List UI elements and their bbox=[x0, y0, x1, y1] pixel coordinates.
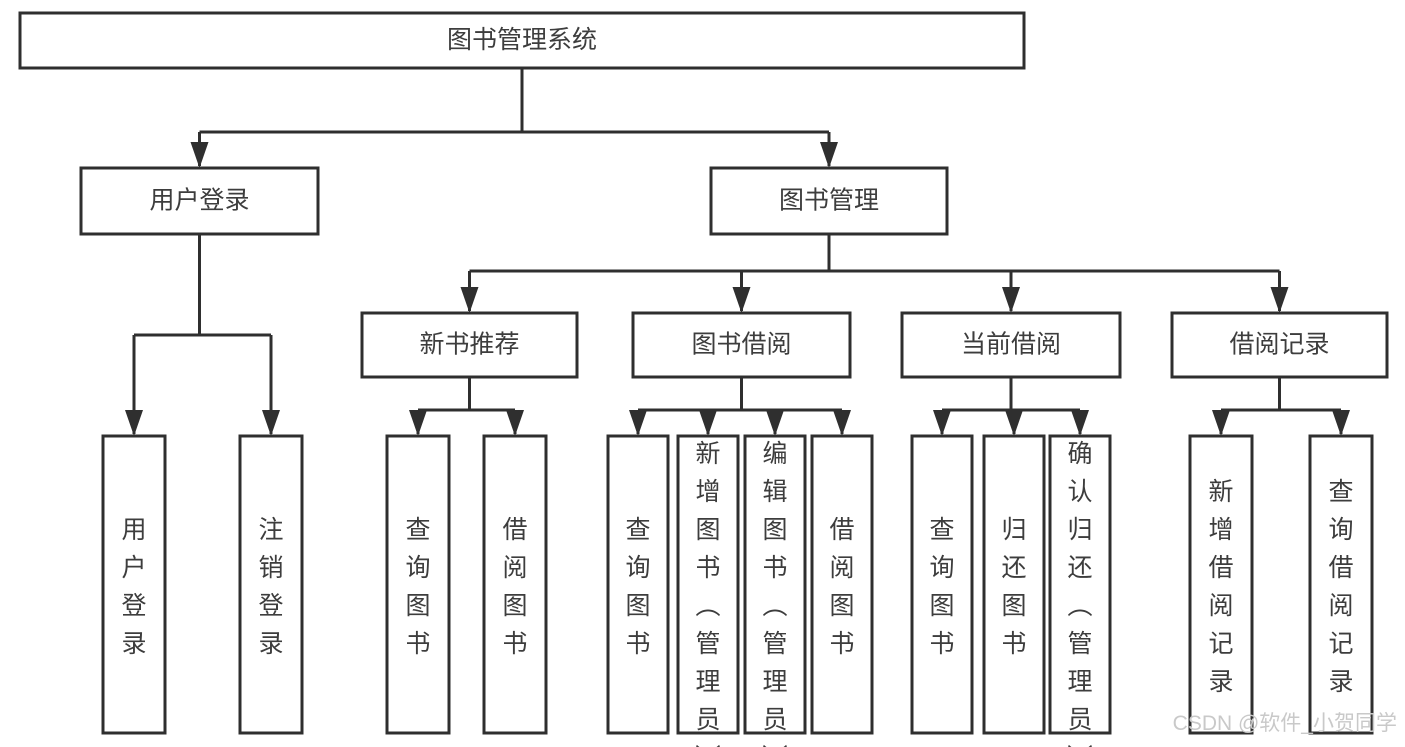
node-level1-0[interactable]: 用户登录 bbox=[79, 166, 320, 236]
node-level2-1-label: 图书借阅 bbox=[691, 331, 791, 359]
node-level1-0-label: 用户登录 bbox=[149, 187, 249, 215]
node-leaf-1-label: 注销登录 bbox=[258, 516, 283, 658]
node-leaf-0[interactable]: 用户登录 bbox=[101, 434, 167, 735]
node-leaf-5[interactable]: 新增图书︵管理员︶ bbox=[676, 434, 740, 747]
node-level2-1-rect[interactable] bbox=[631, 311, 852, 379]
node-leaf-3[interactable]: 借阅图书 bbox=[482, 434, 548, 735]
node-leaf-0-label: 用户登录 bbox=[121, 516, 146, 658]
node-level1-0-rect[interactable] bbox=[79, 166, 320, 236]
node-leaf-12[interactable]: 查询借阅记录 bbox=[1308, 434, 1374, 735]
arrow-head-icon bbox=[1212, 410, 1230, 436]
arrow-head-icon bbox=[460, 287, 479, 313]
node-leaf-9-rect[interactable] bbox=[982, 434, 1046, 735]
node-leaf-6[interactable]: 编辑图书︵管理员︶ bbox=[743, 434, 807, 747]
node-leaf-4[interactable]: 查询图书 bbox=[606, 434, 670, 735]
arrow-head-icon bbox=[933, 410, 951, 436]
node-leaf-9[interactable]: 归还图书 bbox=[982, 434, 1046, 735]
node-level2-0-label: 新书推荐 bbox=[419, 331, 519, 359]
node-level2-3-label: 借阅记录 bbox=[1229, 331, 1329, 359]
arrow-head-icon bbox=[1071, 410, 1089, 436]
node-leaf-7-label: 借阅图书 bbox=[829, 516, 854, 658]
node-level2-0[interactable]: 新书推荐 bbox=[360, 311, 579, 379]
node-level2-2-label: 当前借阅 bbox=[961, 331, 1061, 359]
node-leaf-7-rect[interactable] bbox=[810, 434, 874, 735]
node-leaf-10[interactable]: 确认归还︵管理员︶ bbox=[1048, 434, 1112, 747]
node-leaf-8-label: 查询图书 bbox=[929, 516, 954, 658]
arrow-head-icon bbox=[766, 410, 784, 436]
node-root-图书管理系统-rect[interactable] bbox=[18, 11, 1026, 70]
arrow-head-icon bbox=[699, 410, 717, 436]
arrow-head-icon bbox=[629, 410, 647, 436]
node-leaf-3-label: 借阅图书 bbox=[502, 516, 527, 658]
node-leaf-5-rect[interactable] bbox=[676, 434, 740, 735]
node-leaf-5-label: 新增图书︵管理员︶ bbox=[695, 440, 720, 747]
node-leaf-1[interactable]: 注销登录 bbox=[238, 434, 304, 735]
node-level1-1-label: 图书管理 bbox=[779, 187, 879, 215]
node-leaf-0-rect[interactable] bbox=[101, 434, 167, 735]
node-leaf-8-rect[interactable] bbox=[910, 434, 974, 735]
connector-layer bbox=[125, 68, 1350, 436]
node-leaf-11-label: 新增借阅记录 bbox=[1208, 478, 1233, 696]
node-level2-3[interactable]: 借阅记录 bbox=[1170, 311, 1389, 379]
node-leaf-1-rect[interactable] bbox=[238, 434, 304, 735]
node-level1-1[interactable]: 图书管理 bbox=[709, 166, 949, 236]
csdn-watermark: CSDN @软件_小贺同学 bbox=[1173, 712, 1397, 735]
node-leaf-6-label: 编辑图书︵管理员︶ bbox=[762, 440, 787, 747]
node-leaf-2-rect[interactable] bbox=[385, 434, 451, 735]
node-level2-2-rect[interactable] bbox=[900, 311, 1122, 379]
arrow-head-icon bbox=[190, 142, 209, 168]
arrow-head-icon bbox=[833, 410, 851, 436]
node-leaf-11-rect[interactable] bbox=[1188, 434, 1254, 735]
node-leaf-7[interactable]: 借阅图书 bbox=[810, 434, 874, 735]
arrow-head-icon bbox=[732, 287, 751, 313]
arrow-head-icon bbox=[1002, 287, 1020, 313]
node-leaf-2[interactable]: 查询图书 bbox=[385, 434, 451, 735]
arrow-head-icon bbox=[125, 410, 143, 436]
node-leaf-9-label: 归还图书 bbox=[1001, 516, 1026, 658]
node-leaf-3-rect[interactable] bbox=[482, 434, 548, 735]
node-level2-2[interactable]: 当前借阅 bbox=[900, 311, 1122, 379]
node-leaf-12-rect[interactable] bbox=[1308, 434, 1374, 735]
node-leaf-11[interactable]: 新增借阅记录 bbox=[1188, 434, 1254, 735]
arrow-head-icon bbox=[506, 410, 524, 436]
node-root-图书管理系统-label: 图书管理系统 bbox=[447, 26, 597, 54]
node-level1-1-rect[interactable] bbox=[709, 166, 949, 236]
node-level2-1[interactable]: 图书借阅 bbox=[631, 311, 852, 379]
node-leaf-4-rect[interactable] bbox=[606, 434, 670, 735]
arrow-head-icon bbox=[1005, 410, 1023, 436]
node-leaf-4-label: 查询图书 bbox=[625, 516, 650, 658]
node-root-图书管理系统[interactable]: 图书管理系统 bbox=[18, 11, 1026, 70]
node-leaf-8[interactable]: 查询图书 bbox=[910, 434, 974, 735]
arrow-head-icon bbox=[409, 410, 427, 436]
node-leaf-2-label: 查询图书 bbox=[405, 516, 430, 658]
node-leaf-12-label: 查询借阅记录 bbox=[1328, 478, 1353, 696]
arrow-head-icon bbox=[1270, 287, 1289, 313]
node-level2-3-rect[interactable] bbox=[1170, 311, 1389, 379]
node-layer: 图书管理系统用户登录图书管理新书推荐图书借阅当前借阅借阅记录用户登录注销登录查询… bbox=[18, 11, 1389, 747]
node-level2-0-rect[interactable] bbox=[360, 311, 579, 379]
node-leaf-10-rect[interactable] bbox=[1048, 434, 1112, 735]
node-leaf-10-label: 确认归还︵管理员︶ bbox=[1067, 440, 1092, 747]
node-leaf-6-rect[interactable] bbox=[743, 434, 807, 735]
arrow-head-icon bbox=[820, 142, 838, 168]
arrow-head-icon bbox=[262, 410, 280, 436]
arrow-head-icon bbox=[1332, 410, 1350, 436]
